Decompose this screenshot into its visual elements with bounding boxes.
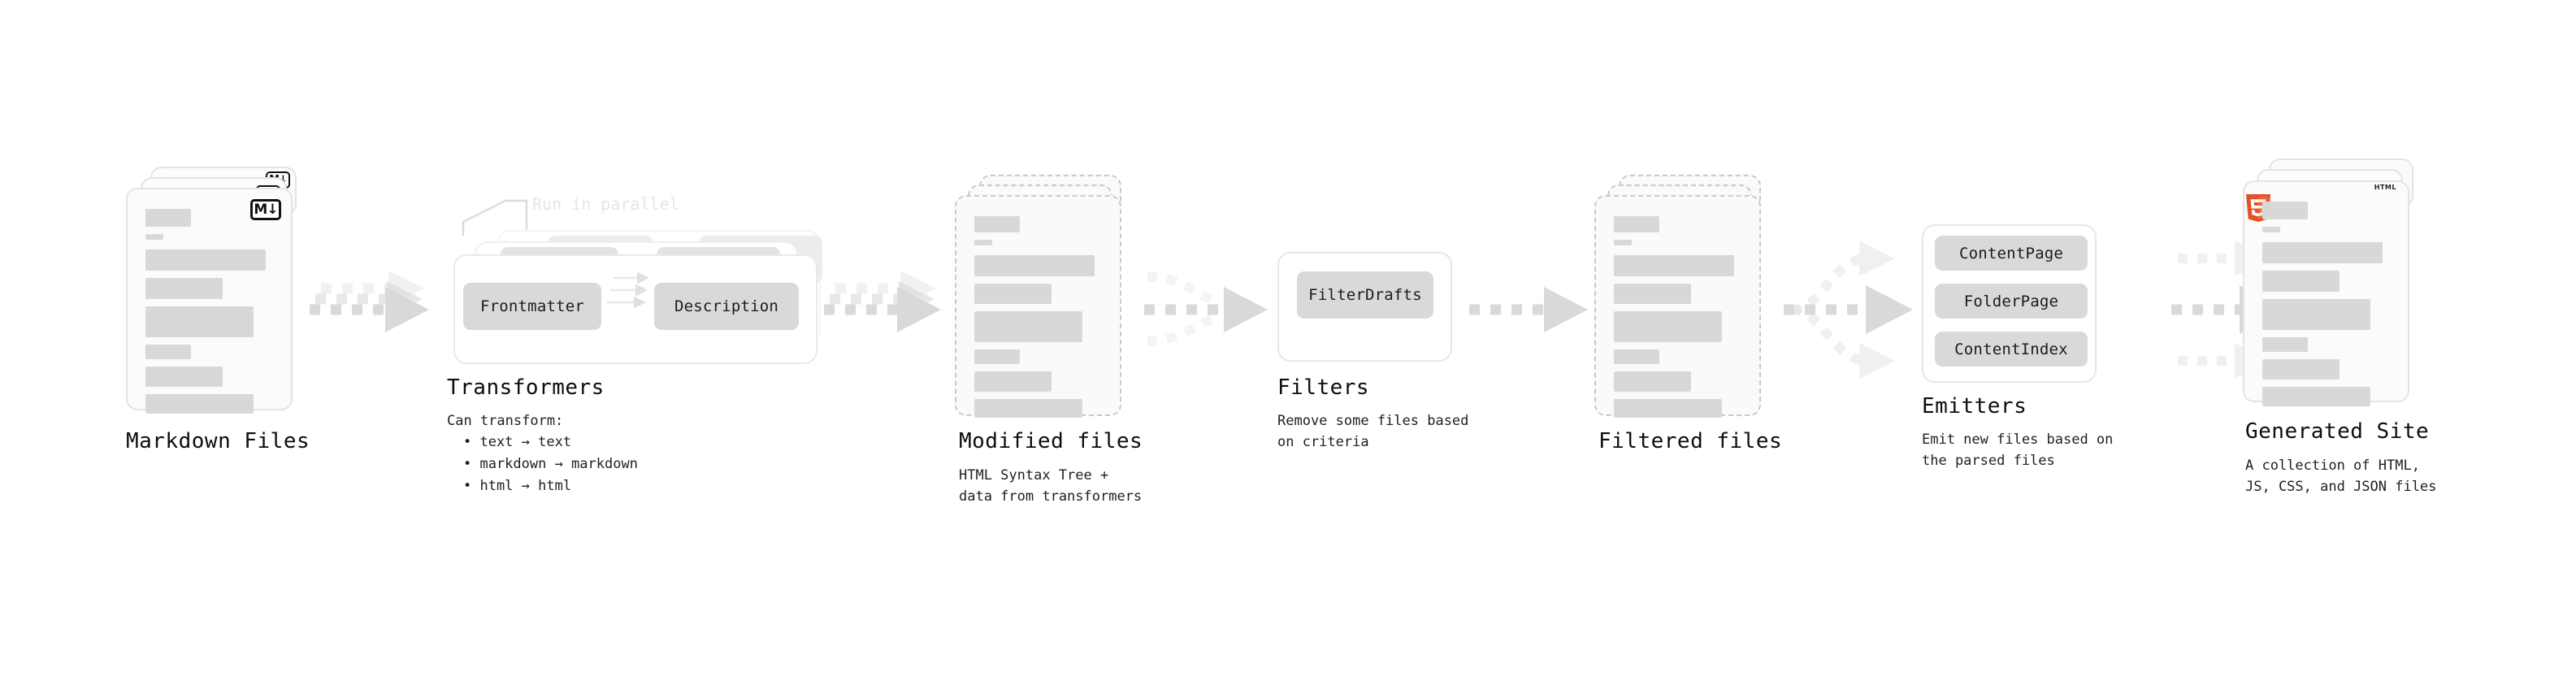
placeholder-line: [145, 234, 163, 240]
filtered-file-stack: [1594, 175, 1765, 419]
stage-title-transformers: Transformers: [447, 375, 605, 400]
transformer-chip-description[interactable]: Description: [654, 283, 799, 330]
placeholder-line: [2262, 337, 2308, 352]
placeholder-line: [145, 278, 223, 299]
placeholder-line: [2262, 227, 2280, 232]
connector-filters-to-filtered: [1469, 287, 1588, 332]
generated-site-description: A collection of HTML, JS, CSS, and JSON …: [2245, 458, 2437, 496]
stage-title-modified-files: Modified files: [959, 429, 1143, 453]
transformers-description-heading: Can transform:: [447, 413, 564, 429]
placeholder-line: [1614, 284, 1691, 304]
stage-title-filters: Filters: [1277, 375, 1370, 400]
placeholder-line: [974, 255, 1095, 276]
emitter-chip-contentindex[interactable]: ContentIndex: [1935, 332, 2088, 367]
modified-files-description: HTML Syntax Tree + data from transformer…: [959, 467, 1143, 505]
emitters-description: Emit new files based on the parsed files: [1922, 432, 2114, 470]
placeholder-line: [974, 349, 1020, 364]
placeholder-line: [2262, 242, 2383, 263]
filtered-sheet-front: [1594, 195, 1761, 418]
placeholder-line: [145, 367, 223, 387]
placeholder-lines: [2262, 202, 2393, 414]
placeholder-line: [1614, 255, 1734, 276]
filters-description: Remove some files based on criteria: [1277, 413, 1469, 451]
placeholder-line: [2262, 359, 2340, 380]
stage-title-filtered-files: Filtered files: [1598, 429, 1783, 453]
placeholder-line: [1614, 240, 1632, 245]
placeholder-line: [145, 345, 191, 359]
placeholder-line: [1614, 399, 1722, 418]
placeholder-line: [974, 216, 1020, 232]
transformer-chip-label: Frontmatter: [479, 297, 585, 315]
site-sheet-html: HTML: [2243, 180, 2409, 406]
emitters-box: ContentPage FolderPage ContentIndex: [1922, 224, 2097, 383]
modified-sheet-front: [955, 195, 1121, 418]
placeholder-line: [2262, 387, 2370, 406]
placeholder-line: [974, 399, 1082, 418]
stage-markdown-files: M↓ M↓ M↓: [126, 167, 297, 414]
placeholder-line: [2262, 271, 2340, 292]
transformer-chip-label: Description: [674, 297, 779, 315]
markdown-icon: M↓: [250, 199, 281, 220]
emitter-chip-label: FolderPage: [1963, 292, 2059, 310]
connector-markdown-to-transformers: [310, 271, 429, 332]
markdown-sheet-front: M↓: [126, 188, 293, 414]
transformers-bullet-0: • text → text: [463, 434, 572, 450]
placeholder-line: [974, 311, 1082, 342]
placeholder-line: [974, 240, 992, 245]
filter-chip-label: FilterDrafts: [1308, 286, 1422, 304]
connector-transformers-to-modified: [824, 271, 941, 332]
connector-modified-to-filters: [1144, 271, 1268, 346]
stage-modified-files: [955, 175, 1125, 419]
placeholder-line: [2262, 202, 2308, 219]
placeholder-lines: [974, 216, 1105, 425]
markdown-icon-letter: M: [254, 201, 267, 218]
markdown-icon-arrow: ↓: [267, 201, 278, 218]
placeholder-line: [974, 284, 1052, 304]
placeholder-line: [145, 209, 191, 227]
run-in-parallel-label: Run in parallel: [532, 194, 679, 214]
placeholder-line: [145, 394, 254, 414]
placeholder-line: [1614, 311, 1722, 342]
placeholder-line: [1614, 349, 1659, 364]
stage-generated-site: CSS HTML: [2243, 158, 2413, 406]
transformers-bullet-2: • html → html: [463, 478, 572, 494]
parallel-callout-bracket: [462, 199, 528, 236]
stage-transformers: Run in parallel Frontmatter Description: [447, 191, 829, 364]
transformer-inner-arrows: [607, 271, 649, 309]
placeholder-line: [145, 306, 254, 337]
emitter-chip-contentpage[interactable]: ContentPage: [1935, 236, 2088, 271]
placeholder-lines: [1614, 216, 1745, 425]
stage-title-generated-site: Generated Site: [2245, 419, 2430, 444]
transformer-chip-frontmatter[interactable]: Frontmatter: [463, 283, 601, 330]
emitter-chip-label: ContentIndex: [1954, 340, 2068, 358]
placeholder-line: [1614, 216, 1659, 232]
emitter-chip-label: ContentPage: [1958, 244, 2064, 262]
placeholder-line: [974, 371, 1052, 392]
filter-chip-filterdrafts[interactable]: FilterDrafts: [1297, 271, 1433, 319]
stage-filtered-files: [1594, 175, 1765, 419]
placeholder-line: [1614, 371, 1691, 392]
placeholder-line: [145, 249, 266, 271]
transformers-bullet-1: • markdown → markdown: [463, 456, 638, 472]
transformer-frame-front: Frontmatter Description: [453, 254, 817, 364]
placeholder-line: [2262, 299, 2370, 330]
modified-file-stack: [955, 175, 1125, 419]
markdown-file-stack: M↓ M↓ M↓: [126, 167, 297, 414]
generated-site-stack: CSS HTML: [2243, 158, 2413, 406]
html5-icon-caption: HTML: [2374, 184, 2396, 191]
stage-title-emitters: Emitters: [1922, 394, 2027, 419]
filters-box: FilterDrafts: [1277, 252, 1452, 362]
emitter-chip-folderpage[interactable]: FolderPage: [1935, 284, 2088, 319]
placeholder-lines: [145, 209, 276, 421]
connector-filtered-to-emitters: [1784, 241, 1913, 379]
stage-title-markdown-files: Markdown Files: [126, 429, 310, 453]
